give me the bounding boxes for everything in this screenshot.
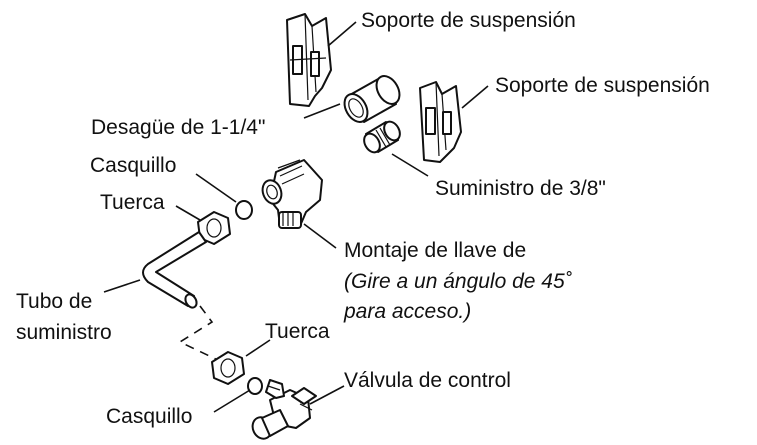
label-drain: Desagüe de 1-1/4": [91, 116, 265, 139]
label-hanger-right: Soporte de suspensión: [495, 74, 710, 97]
supply-stub-icon: [363, 120, 401, 154]
ferrule-top-icon: [235, 200, 253, 220]
label-ferrule-bottom: Casquillo: [106, 405, 192, 428]
hanger-bracket-right: [419, 81, 462, 163]
nut-top-icon: [197, 211, 231, 245]
label-control-valve: Válvula de control: [344, 369, 511, 392]
control-valve-icon: [251, 379, 317, 440]
label-supply: Suministro de 3/8": [435, 177, 606, 200]
label-nut-top: Tuerca: [100, 191, 165, 214]
label-faucet-mount: Montaje de llave de: [344, 239, 526, 262]
hanger-bracket-top: [286, 13, 332, 107]
supply-tube-icon: [142, 231, 207, 309]
nut-bottom-icon: [211, 351, 245, 385]
label-supply-tube-1: Tubo de: [16, 290, 92, 313]
faucet-mount-elbow-icon: [261, 159, 323, 229]
leader-lines: [103, 21, 489, 413]
label-faucet-note-1: (Gire a un ángulo de 45˚: [344, 270, 573, 293]
ferrule-bottom-icon: [247, 377, 263, 395]
label-ferrule-top: Casquillo: [90, 154, 176, 177]
drain-pipe-icon: [343, 75, 401, 123]
label-nut-bottom: Tuerca: [265, 320, 330, 343]
label-supply-tube-2: suministro: [16, 321, 112, 344]
label-faucet-note-2: para acceso.): [343, 300, 471, 323]
label-hanger-top: Soporte de suspensión: [361, 9, 576, 32]
dashed-connector: [178, 305, 223, 363]
